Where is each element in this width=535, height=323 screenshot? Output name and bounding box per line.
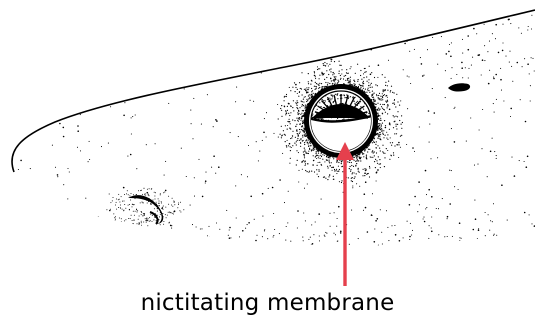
eye-icon: [304, 84, 378, 158]
head-fill: [12, 10, 535, 246]
shark-head: [0, 10, 535, 251]
label-nictitating-membrane: nictitating membrane: [0, 289, 535, 317]
